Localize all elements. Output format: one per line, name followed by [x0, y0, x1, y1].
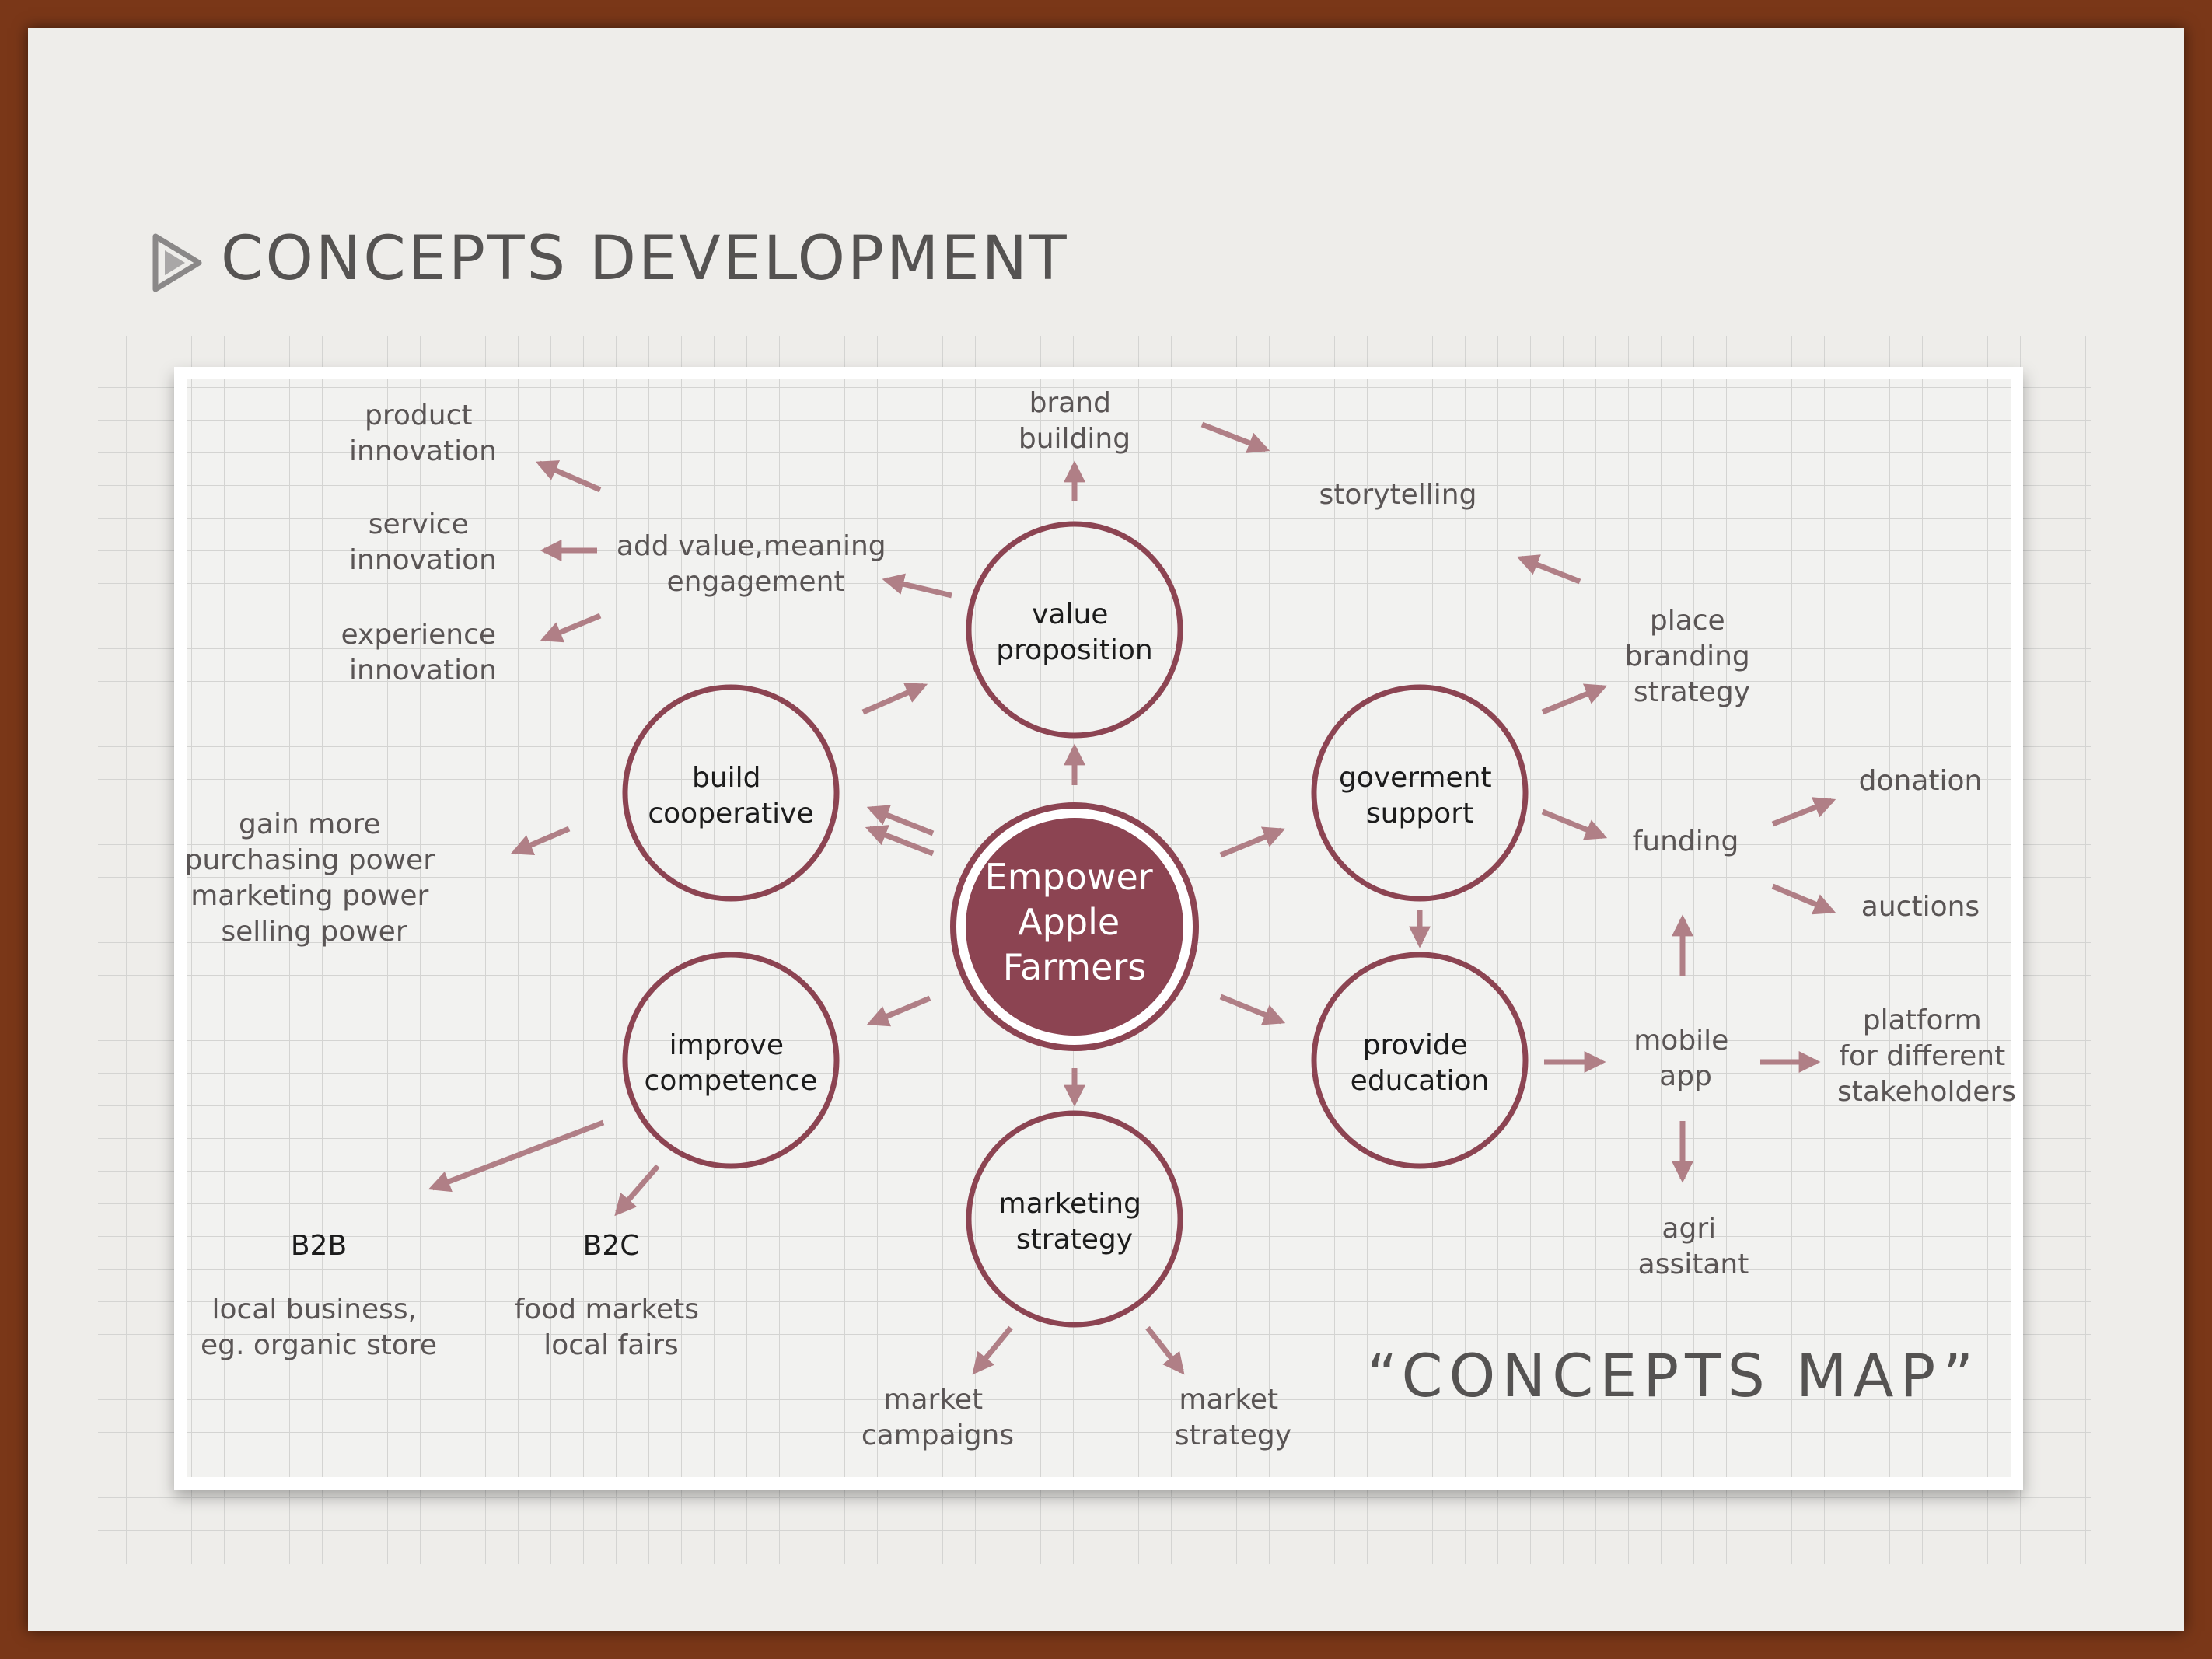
label-b2b: B2B — [291, 1230, 347, 1262]
label-auctions: auctions — [1861, 891, 1980, 923]
label-market-campaigns: market campaigns — [861, 1384, 1014, 1451]
svg-text:improve competence: improve competence — [645, 1029, 818, 1097]
label-market-strategy: market strategy — [1175, 1384, 1291, 1451]
arrow-improve-b2c — [614, 1164, 660, 1217]
arrow-place-story — [1516, 554, 1581, 585]
concepts-map-diagram: Empower Apple Farmers value proposition … — [98, 336, 2091, 1564]
svg-text:marketing strategy: marketing strategy — [999, 1188, 1151, 1256]
label-mobile-app: mobile app — [1634, 1025, 1738, 1092]
label-product-innovation: product innovation — [349, 400, 497, 467]
arrow-center-edu — [1219, 994, 1286, 1025]
center-line-2: Apple — [1018, 901, 1120, 943]
arrow-to-experience — [540, 613, 602, 643]
label-place-branding: place branding strategy — [1625, 605, 1759, 708]
arrow-build-value — [861, 683, 928, 715]
center-node: Empower Apple Farmers — [950, 802, 1199, 1051]
arrow-marketing-campaigns — [972, 1325, 1013, 1375]
label-brand-building: brand building — [1019, 387, 1130, 455]
arrow-gov-place — [1541, 683, 1608, 715]
arrow-center-build-1 — [866, 805, 935, 836]
label-donation: donation — [1859, 765, 1983, 797]
map-title: “CONCEPTS MAP” — [1367, 1341, 1980, 1410]
center-line-3: Farmers — [1003, 946, 1147, 988]
label-b2c: B2C — [583, 1230, 640, 1262]
node-build-cooperative: build cooperative — [622, 684, 840, 902]
node-goverment-support: goverment support — [1311, 684, 1529, 902]
node-provide-education: provide education — [1311, 952, 1529, 1169]
arrow-value-addvalue — [882, 573, 952, 599]
arrow-center-improve — [866, 995, 931, 1027]
arrow-build-gain — [510, 826, 571, 856]
arrow-center-build-2 — [865, 825, 935, 857]
svg-text:provide education: provide education — [1351, 1029, 1490, 1097]
page-title: CONCEPTS DEVELOPMENT — [221, 224, 1069, 294]
label-storytelling: storytelling — [1319, 479, 1477, 511]
label-food-markets: food markets local fairs — [515, 1294, 708, 1361]
svg-text:value proposition: value proposition — [996, 599, 1152, 666]
node-value-proposition: value proposition — [966, 521, 1183, 739]
label-local-business: local business, eg. organic store — [201, 1294, 437, 1361]
label-service-innovation: service innovation — [349, 508, 497, 576]
svg-text:build cooperative: build cooperative — [648, 762, 813, 830]
center-line-1: Empower — [985, 856, 1153, 898]
arrow-center-gov — [1219, 826, 1286, 858]
arrow-brand-story — [1200, 421, 1270, 453]
label-platform: platform for different stakeholders — [1837, 1004, 2016, 1108]
label-funding: funding — [1633, 826, 1739, 857]
arrow-funding-auctions — [1771, 883, 1836, 915]
slide: CONCEPTS DEVELOPMENT — [28, 28, 2184, 1631]
arrows — [428, 421, 1836, 1375]
play-triangle-icon — [152, 233, 202, 292]
arrow-marketing-strategy — [1145, 1325, 1185, 1375]
arrow-improve-b2b — [428, 1119, 605, 1193]
svg-text:goverment support: goverment support — [1339, 762, 1501, 830]
label-add-value: add value,meaning engagement — [617, 530, 895, 598]
node-marketing-strategy: marketing strategy — [966, 1110, 1183, 1328]
svg-text:Empower Apple: Empower Apple Farmers — [985, 856, 1165, 988]
node-improve-competence: improve competence — [622, 952, 840, 1169]
arrow-to-product — [535, 460, 602, 493]
label-gain-power: gain more purchasing power marketing pow… — [185, 809, 444, 948]
arrow-funding-donation — [1771, 797, 1836, 827]
label-experience-innovation: experience innovation — [341, 619, 505, 686]
label-agri-assistant: agri assitant — [1638, 1213, 1749, 1280]
arrow-gov-funding — [1541, 809, 1608, 840]
